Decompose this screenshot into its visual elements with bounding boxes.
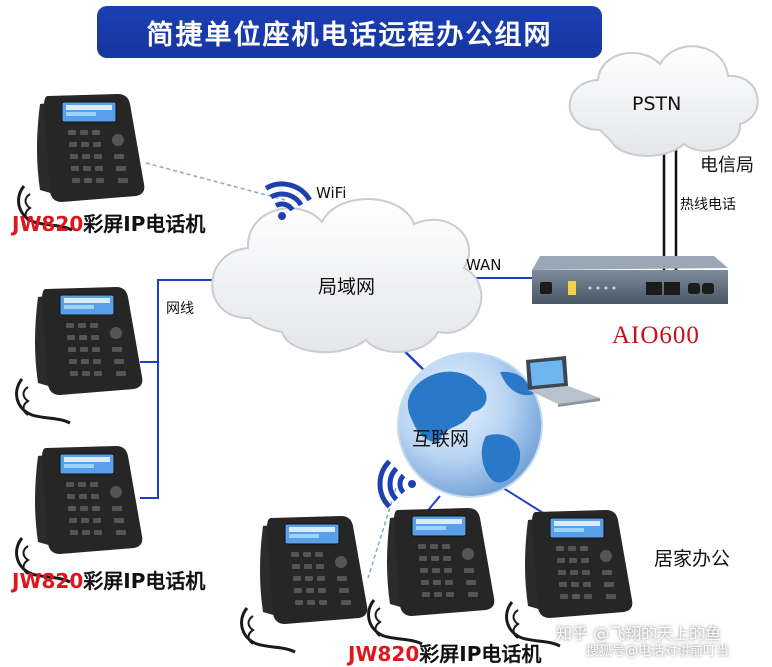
pstn-cloud [568,45,759,157]
internet-phone-line-2 [499,485,549,517]
home-phone-1-icon [240,514,369,654]
watermark-line1: 知乎 @飞翔的天上的鱼 [556,624,722,643]
phone-model: JW820 [12,569,84,593]
diagram-title: 简捷单位座机电话远程办公组网 [97,6,602,58]
phone-desc: 彩屏IP电话机 [419,642,542,666]
lan-cloud [211,198,483,354]
phone-model: JW820 [12,212,84,236]
aio600-label: AIO600 [612,322,700,349]
internet-globe [397,352,543,498]
office-phone-3-icon [15,444,144,584]
phone-desc: 彩屏IP电话机 [83,569,206,593]
internet-label: 互联网 [412,428,470,450]
home-phone-label: JW820彩屏IP电话机 [348,638,541,667]
phone-desc: 彩屏IP电话机 [83,212,206,236]
watermark-line2: 搜狐号@电话对讲前叮当 [586,644,730,659]
office-phone-2-icon [15,285,144,425]
office-phone-3-label: JW820彩屏IP电话机 [12,565,205,594]
home-office-label: 居家办公 [654,548,731,570]
lan-cable-line-2 [140,362,159,499]
lan-cable-line-1 [140,279,232,363]
hotline-label: 热线电话 [680,197,736,213]
wifi-label: WiFi [316,184,347,202]
phone-model: JW820 [348,642,420,666]
laptop-icon [526,356,600,407]
aio600-device [532,256,728,304]
office-phone-1-label: JW820彩屏IP电话机 [12,208,205,237]
lan-label: 局域网 [318,276,376,298]
wan-label: WAN [466,256,502,274]
telecom-label: 电信局 [700,155,754,176]
home-phone-2-icon [367,506,496,646]
pstn-label: PSTN [632,93,682,115]
cable-label: 网线 [166,301,194,317]
home-wifi-link-line [367,487,397,579]
wifi-link-line [145,162,286,201]
